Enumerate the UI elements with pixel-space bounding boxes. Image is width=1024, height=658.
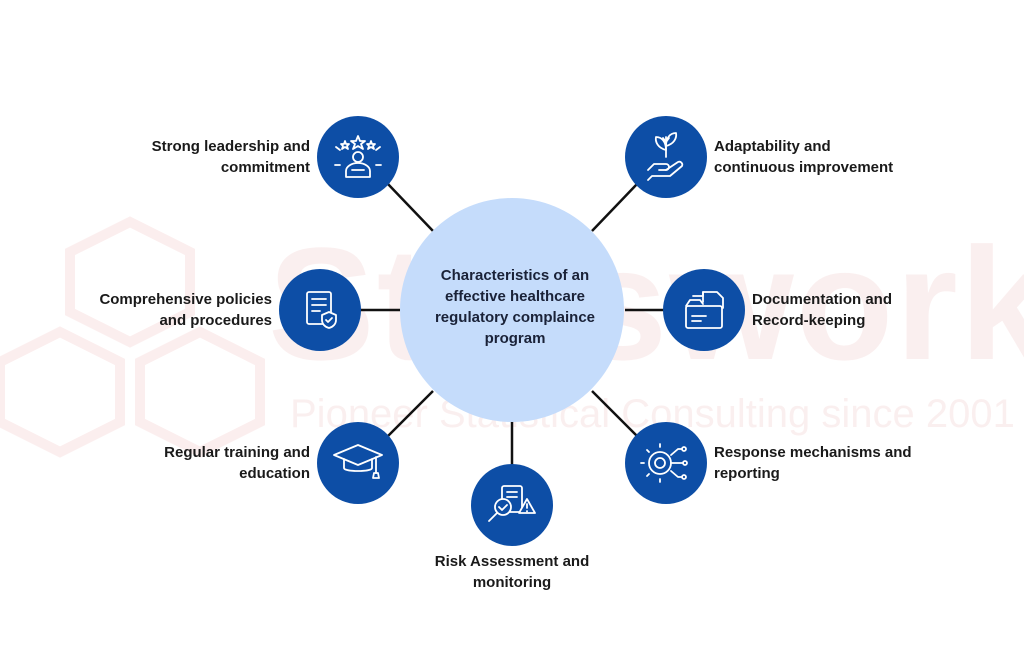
connector-adaptability xyxy=(591,182,639,232)
node-risk xyxy=(471,464,553,546)
hand-plant-icon xyxy=(647,132,684,181)
connector-training xyxy=(386,390,434,438)
label-risk: Risk Assessment and monitoring xyxy=(434,553,590,591)
label-training: Regular training and education xyxy=(164,444,310,482)
node-leadership xyxy=(317,116,399,198)
graduation-cap-icon xyxy=(333,444,383,479)
node-training xyxy=(317,422,399,504)
folder-documents-icon xyxy=(685,291,724,329)
magnifier-warning-icon xyxy=(488,485,536,522)
node-response xyxy=(625,422,707,504)
label-response: Response mechanisms and reporting xyxy=(714,444,912,482)
center-title: Characteristics of an effective healthca… xyxy=(434,267,596,347)
connector-leadership xyxy=(386,182,434,232)
label-adaptability: Adaptability and continuous improvement xyxy=(714,138,894,176)
leadership-stars-icon xyxy=(334,135,382,178)
label-leadership: Strong leadership and commitment xyxy=(151,138,310,176)
label-documentation: Documentation and Record-keeping xyxy=(752,291,893,329)
watermark-brand: Statswork xyxy=(268,214,1024,393)
node-documentation xyxy=(663,269,745,351)
gear-circuit-icon xyxy=(640,443,688,483)
document-shield-icon xyxy=(306,291,337,329)
connector-response xyxy=(591,390,639,438)
label-policies: Comprehensive policies and procedures xyxy=(99,291,272,329)
node-policies xyxy=(279,269,361,351)
